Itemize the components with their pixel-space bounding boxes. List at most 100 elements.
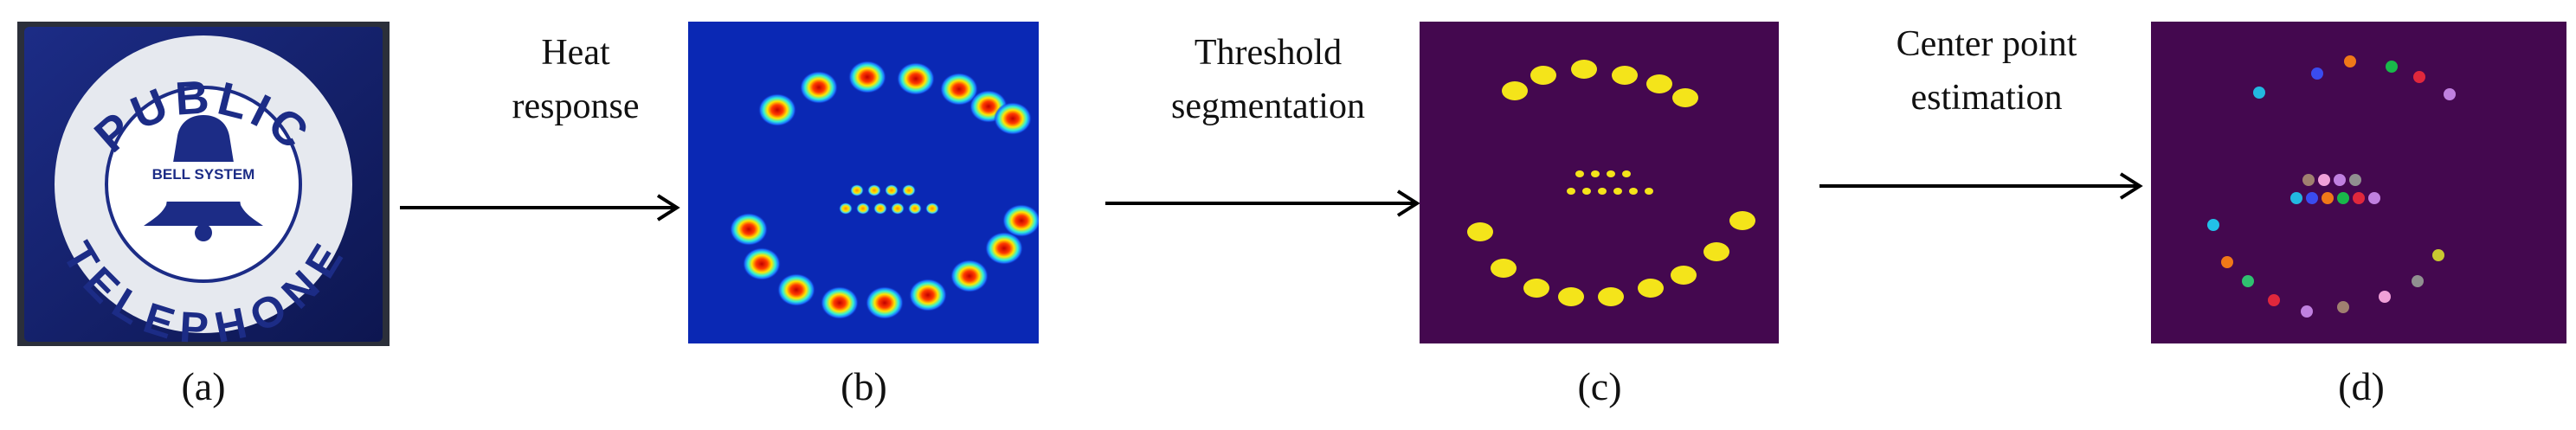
segmentation-blob [1502, 81, 1528, 100]
center-point-dot [2353, 192, 2365, 204]
center-point-dot [2368, 192, 2380, 204]
panel-d-center-points [2151, 22, 2566, 343]
center-point-dot [2337, 301, 2349, 313]
heat-blob [950, 260, 989, 292]
center-point-dot [2311, 67, 2323, 80]
heat-blob-small [839, 202, 853, 215]
heat-blob [743, 247, 781, 280]
stage-label-heat-response: Heat response [472, 26, 679, 133]
arrow-ab [400, 194, 680, 221]
segmentation-blob-small [1629, 188, 1638, 195]
center-point-dot [2302, 174, 2315, 186]
center-point-dot [2253, 87, 2265, 99]
center-point-dot [2221, 256, 2233, 268]
heat-blob [777, 273, 815, 306]
center-point-dot [2432, 249, 2444, 261]
caption-c: (c) [1577, 364, 1622, 408]
stage-line-1: Threshold [1194, 33, 1343, 73]
segmentation-blob [1646, 74, 1672, 93]
stage-line-2: estimation [1910, 78, 2063, 118]
heat-blob-small [856, 202, 870, 215]
center-point-dot [2301, 305, 2313, 318]
center-point-dot [2334, 174, 2346, 186]
heat-blob [758, 93, 796, 126]
segmentation-blob-small [1645, 188, 1653, 195]
arrow-bc [1105, 189, 1420, 217]
heat-blob-small [925, 202, 939, 215]
segmentation-blob [1703, 242, 1729, 261]
center-point-dot [2412, 275, 2424, 287]
center-point-dot [2337, 192, 2349, 204]
stage-line-1: Heat [541, 33, 610, 73]
stage-line-2: response [512, 87, 640, 126]
segmentation-blob-small [1622, 170, 1631, 177]
segmentation-blob-small [1613, 188, 1622, 195]
heat-blob [909, 279, 947, 311]
segmentation-blob [1612, 66, 1638, 85]
segmentation-blob [1598, 287, 1624, 306]
heat-blob [848, 61, 886, 93]
heat-blob [730, 213, 768, 246]
heat-blob [866, 286, 904, 319]
heat-map-canvas [688, 22, 1039, 343]
segmentation-blob-small [1598, 188, 1607, 195]
heat-blob-small [902, 184, 916, 196]
heat-blob-small [867, 184, 881, 196]
segmentation-blob [1467, 222, 1493, 241]
heat-blob-small [850, 184, 864, 196]
heat-blob [940, 73, 978, 106]
center-point-dot [2386, 61, 2398, 73]
bell-system-sign-image: PUBLIC TELEPHONE BELL SYSTEM [17, 22, 390, 346]
segmentation-blob-small [1567, 188, 1575, 195]
center-point-dot [2268, 294, 2280, 306]
stage-label-threshold-segmentation: Threshold segmentation [1121, 26, 1415, 133]
caption-d: (d) [2338, 364, 2385, 408]
heat-blob-small [908, 202, 922, 215]
panel-c-segmentation [1420, 22, 1779, 343]
center-point-dot [2413, 71, 2425, 83]
heat-blob-small [891, 202, 905, 215]
segmentation-blob [1491, 259, 1517, 278]
center-point-dot [2207, 219, 2219, 231]
sign-center-text: BELL SYSTEM [152, 166, 255, 183]
segmentation-blob [1672, 88, 1698, 107]
heat-blob [985, 232, 1023, 265]
center-point-dot [2306, 192, 2318, 204]
heat-blob [994, 102, 1032, 135]
center-point-dot [2349, 174, 2361, 186]
center-point-dot [2344, 55, 2356, 67]
segmentation-blob-small [1591, 170, 1600, 177]
heat-blob-small [873, 202, 887, 215]
segmentation-blob-small [1575, 170, 1584, 177]
caption-a: (a) [181, 364, 226, 408]
panel-b-heat-map [688, 22, 1039, 343]
segmentation-blob-small [1582, 188, 1591, 195]
stage-line-2: segmentation [1171, 87, 1365, 126]
segmentation-blob [1558, 287, 1584, 306]
center-point-dot [2290, 192, 2302, 204]
center-point-dot [2444, 88, 2456, 100]
segmentation-blob-small [1607, 170, 1615, 177]
caption-b: (b) [840, 364, 887, 408]
arrow-cd [1819, 172, 2143, 200]
segmentation-blob [1729, 211, 1755, 230]
segmentation-canvas [1420, 22, 1779, 343]
center-points-canvas [2151, 22, 2566, 343]
center-point-dot [2322, 192, 2334, 204]
center-point-dot [2379, 291, 2391, 303]
segmentation-blob [1671, 266, 1697, 285]
panel-a-input-image: PUBLIC TELEPHONE BELL SYSTEM [17, 22, 390, 346]
segmentation-blob [1523, 279, 1549, 298]
segmentation-blob [1638, 279, 1664, 298]
stage-label-center-point-estimation: Center point estimation [1848, 17, 2125, 125]
center-point-dot [2242, 275, 2254, 287]
segmentation-blob [1571, 60, 1597, 79]
stage-line-1: Center point [1896, 24, 2077, 64]
heat-blob [800, 71, 838, 104]
heat-blob [897, 62, 935, 95]
segmentation-blob [1530, 66, 1556, 85]
center-point-dot [2318, 174, 2330, 186]
heat-blob [1002, 204, 1039, 237]
heat-blob-small [885, 184, 898, 196]
heat-blob [821, 286, 859, 319]
